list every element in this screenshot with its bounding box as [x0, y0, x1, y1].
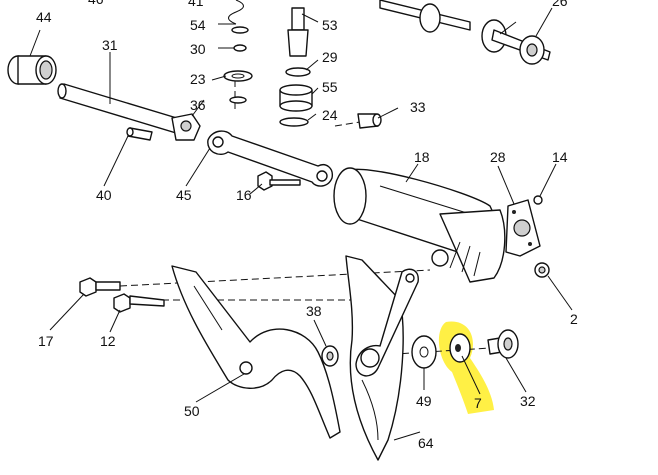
- leader-lines: [29, 7, 573, 441]
- label-28: 28: [490, 149, 506, 165]
- part-44-bushing: [7, 55, 57, 85]
- label-55: 55: [322, 79, 338, 95]
- part-28-plate: [505, 199, 541, 257]
- top-right-shaft: [379, 0, 551, 65]
- label-23: 23: [190, 71, 206, 87]
- label-64: 64: [418, 435, 434, 451]
- part-17-bolt: [79, 277, 121, 297]
- label-32: 32: [520, 393, 536, 409]
- part-arm-link: [355, 268, 419, 377]
- part-38-washer: [321, 345, 339, 367]
- part-33-bushing: [357, 113, 382, 129]
- label-12: 12: [100, 333, 116, 349]
- part-50-bracket: [171, 265, 341, 439]
- highlight-part-7: [438, 321, 494, 414]
- upper-middle-stack: [279, 7, 313, 127]
- label-41: 41: [188, 0, 204, 9]
- part-32-nut: [487, 329, 519, 359]
- part-18-cylinder: [333, 167, 506, 283]
- part-40-pin: [126, 127, 153, 141]
- label-46: 46: [88, 0, 104, 7]
- label-54: 54: [190, 17, 206, 33]
- label-36: 36: [190, 97, 206, 113]
- label-2: 2: [570, 311, 578, 327]
- part-49-washer: [411, 335, 437, 369]
- part-14-screw: [533, 195, 543, 205]
- label-30: 30: [190, 41, 206, 57]
- label-44: 44: [36, 9, 52, 25]
- label-31: 31: [102, 37, 118, 53]
- label-45: 45: [176, 187, 192, 203]
- part-12-bolt: [113, 293, 165, 313]
- label-18: 18: [414, 149, 430, 165]
- part-45-link-arm: [207, 130, 333, 187]
- part-31-shaft: [57, 83, 191, 137]
- label-38: 38: [306, 303, 322, 319]
- label-26: 26: [552, 0, 568, 9]
- label-29: 29: [322, 49, 338, 65]
- label-33: 33: [410, 99, 426, 115]
- label-50: 50: [184, 403, 200, 419]
- label-24: 24: [322, 107, 338, 123]
- part-36-block: [171, 113, 201, 141]
- label-14: 14: [552, 149, 568, 165]
- part-16-bolt: [257, 171, 301, 191]
- label-40: 40: [96, 187, 112, 203]
- part-2-nut: [534, 262, 550, 278]
- upper-left-stack: [223, 0, 253, 104]
- part-labels: 44 46 31 41 54 30 23 36 53 29 55 24 33 4…: [36, 0, 578, 451]
- part-7-washer: [449, 333, 471, 363]
- label-49: 49: [416, 393, 432, 409]
- label-17: 17: [38, 333, 54, 349]
- label-16: 16: [236, 187, 252, 203]
- label-7: 7: [474, 395, 482, 411]
- label-53: 53: [322, 17, 338, 33]
